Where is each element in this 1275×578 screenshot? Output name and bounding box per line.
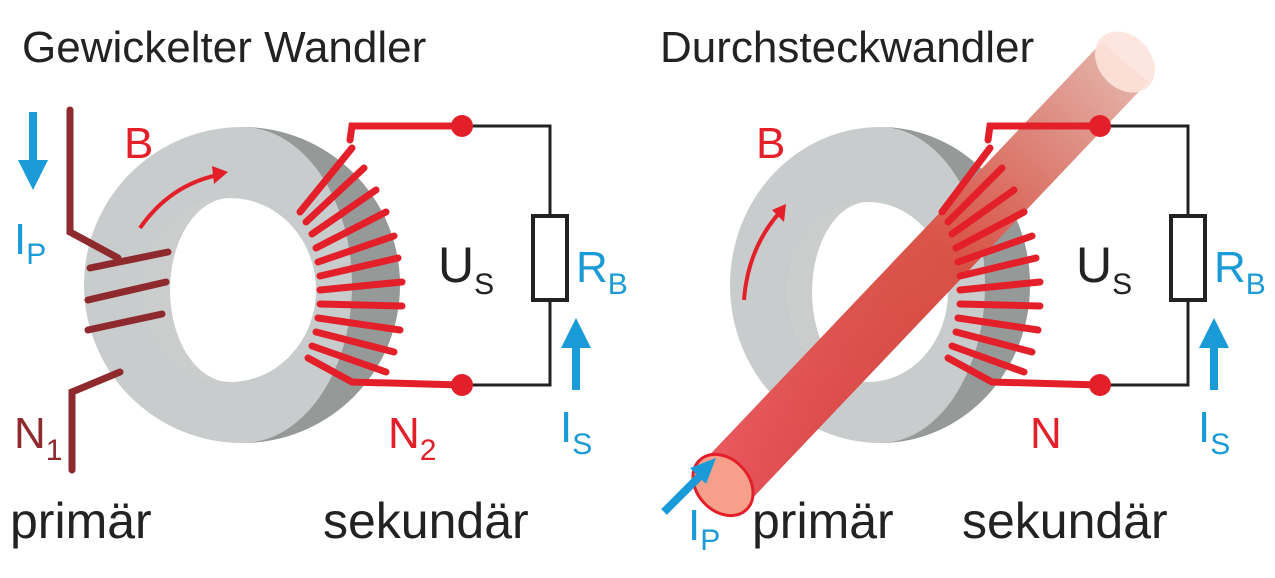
right-burden-label: RB [1214,243,1266,301]
left-burden-label: RB [576,243,628,301]
right-primary-current-label: IP [688,501,720,557]
left-terminal-bottom [451,374,473,396]
left-secondary-caption: sekundär [323,493,529,549]
right-output-circuit [1089,115,1207,396]
left-primary-current-label: IP [14,215,46,271]
right-primary-caption: primär [752,493,894,549]
left-title: Gewickelter Wandler [22,23,426,72]
left-secondary-current-label: IS [560,403,592,461]
left-secondary-winding [296,122,466,389]
right-secondary-current-label: IS [1198,403,1230,461]
right-secondary-caption: sekundär [962,493,1168,549]
right-voltage-label: US [1076,237,1132,301]
right-primary-current-arrow [661,458,716,515]
right-flux-arrow [742,204,786,301]
right-primary-conductor [691,31,1155,518]
left-burden-resistor [531,214,569,302]
right-secondary-turns-label: N [1030,409,1062,458]
right-terminal-top [1089,115,1111,137]
right-flux-label: B [756,119,785,168]
left-output-circuit [451,115,569,396]
right-title: Durchsteckwandler [660,23,1034,72]
left-voltage-label: US [438,237,494,301]
left-primary-caption: primär [10,493,152,549]
right-secondary-current-arrow [1199,318,1229,390]
right-terminal-bottom [1089,374,1111,396]
left-secondary-turns-label: N2 [388,409,436,467]
wound-transformer: Gewickelter Wandler [10,23,628,549]
left-terminal-top [451,115,473,137]
left-secondary-current-arrow [561,318,591,390]
right-burden-resistor [1169,214,1207,302]
feedthrough-transformer: Durchsteckwandler [660,23,1266,557]
left-primary-current-arrow [18,112,48,190]
left-primary-winding [66,106,172,474]
left-flux-arrow [138,166,228,230]
left-primary-turns-label: N1 [14,409,62,467]
right-secondary-winding [938,122,1104,389]
left-flux-label: B [124,119,153,168]
